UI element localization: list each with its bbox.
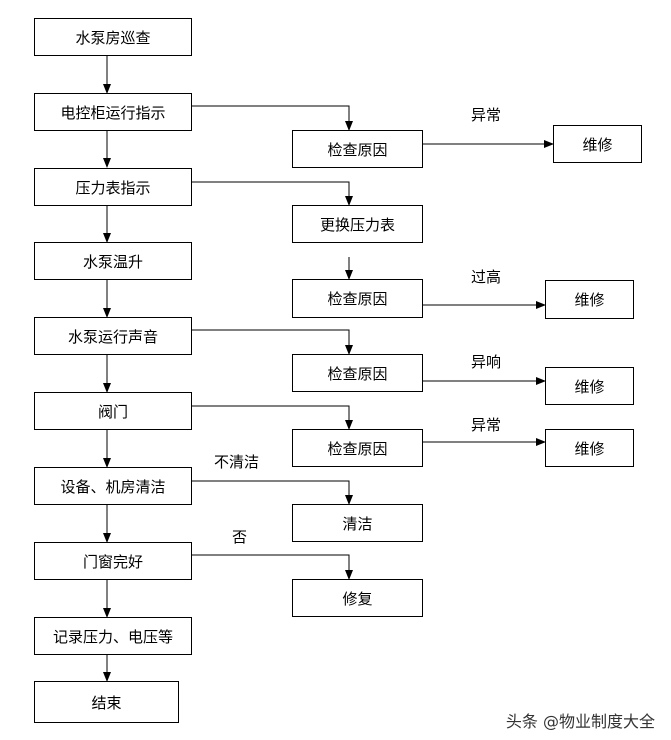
main-step-8: 门窗完好 [34,542,192,580]
branch-step-1: 检查原因 [292,130,423,168]
branch-step-2: 更换压力表 [292,205,423,243]
main-step-7: 设备、机房清洁 [34,467,192,505]
branch-step-4: 检查原因 [292,354,423,392]
condition-label-4: 异常 [471,416,502,434]
arrow-branch-7 [192,554,353,580]
arrow-branch-4 [192,329,353,355]
arrow-branch-6 [192,480,353,505]
main-step-6: 阀门 [34,392,192,430]
repair-step-1: 维修 [553,125,642,163]
arrow-branch-5 [192,405,353,430]
main-step-9: 记录压力、电压等 [34,617,192,655]
watermark: 头条 @物业制度大全 [505,712,655,731]
condition-label-5: 不清洁 [214,453,260,471]
repair-step-2: 维修 [545,280,634,319]
branch-step-6: 清洁 [292,504,423,542]
branch-step-5: 检查原因 [292,429,423,467]
branch-step-7: 修复 [292,579,423,617]
condition-label-2: 过高 [471,268,502,286]
arrow-branch-1 [192,105,353,131]
main-step-4: 水泵温升 [34,242,192,280]
branch-step-3: 检查原因 [292,279,423,318]
main-step-10: 结束 [34,681,179,723]
main-step-5: 水泵运行声音 [34,317,192,355]
main-step-1: 水泵房巡查 [34,18,192,56]
main-step-2: 电控柜运行指示 [34,93,192,131]
condition-label-3: 异响 [471,353,502,371]
repair-step-4: 维修 [545,429,634,467]
condition-label-1: 异常 [471,106,502,124]
main-step-3: 压力表指示 [34,168,192,206]
arrow-branch-2 [192,181,353,206]
condition-label-6: 否 [232,528,248,546]
repair-step-3: 维修 [545,367,634,405]
